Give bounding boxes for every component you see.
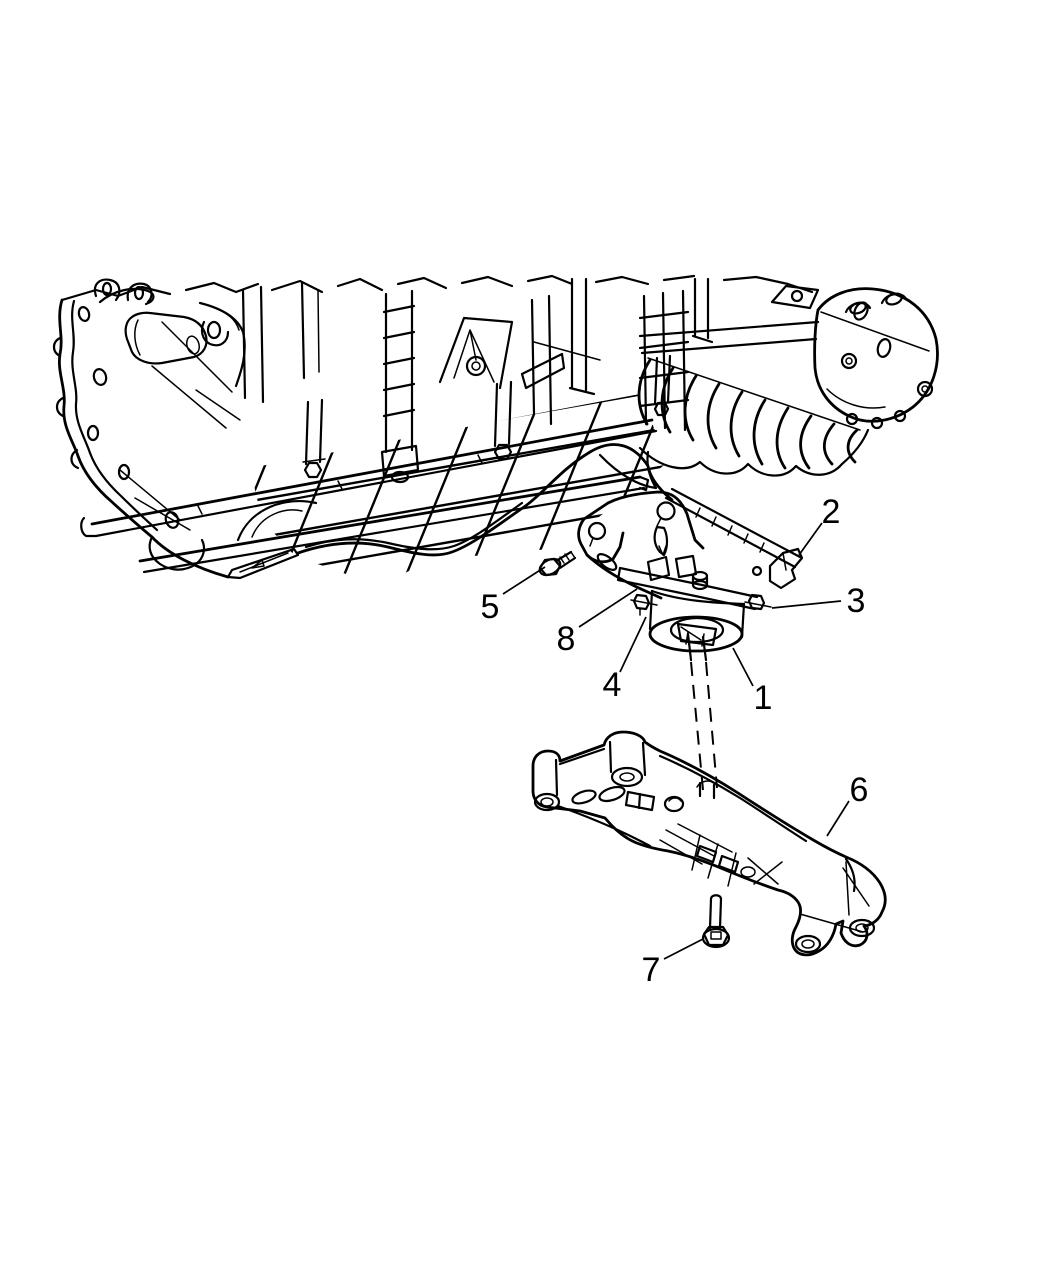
callout-label-7: 7 [642, 951, 661, 989]
callout-leader-5 [502, 566, 546, 595]
callout-label-8: 8 [557, 620, 576, 658]
callout-leader-4 [619, 616, 647, 673]
callout-label-4: 4 [603, 666, 622, 704]
crossmember-outline [531, 730, 887, 957]
underbody-skid-plate-drawing [80, 277, 714, 586]
mount-isolator-cylinder [648, 570, 746, 662]
alignment-dashed-lines [690, 661, 718, 791]
callout-label-2: 2 [822, 493, 841, 531]
callout-leader-8 [578, 588, 638, 628]
crossmember-drawing [531, 730, 887, 957]
callout-label-3: 3 [847, 582, 866, 620]
engine-block-drawing [52, 274, 674, 580]
mount-wing-bracket [768, 547, 804, 590]
callout-label-5: 5 [481, 588, 500, 626]
oil-pan-edge [150, 535, 230, 579]
callout-leader-7 [663, 938, 704, 960]
callout-labels: 1 2 3 4 5 6 7 8 [481, 493, 869, 989]
crossmember-ribs [659, 823, 783, 887]
callout-leader-2 [798, 522, 823, 556]
bolt-7-drawing [701, 894, 731, 949]
mount-nut-left [630, 593, 658, 616]
callout-leader-3 [771, 600, 842, 609]
mount-bracket [606, 490, 705, 550]
transmission-drawing [594, 274, 939, 490]
callout-label-1: 1 [754, 679, 773, 717]
callout-leader-6 [826, 800, 850, 837]
bolt-5-drawing [538, 550, 577, 577]
transmission-rear-cover [813, 287, 939, 423]
callout-leader-1 [732, 647, 754, 687]
transmission-mount-drawing [577, 487, 804, 662]
mount-nut-right [744, 593, 772, 611]
transmission-fins [637, 357, 861, 470]
callout-label-6: 6 [850, 771, 869, 809]
callout-leaders [502, 522, 850, 960]
